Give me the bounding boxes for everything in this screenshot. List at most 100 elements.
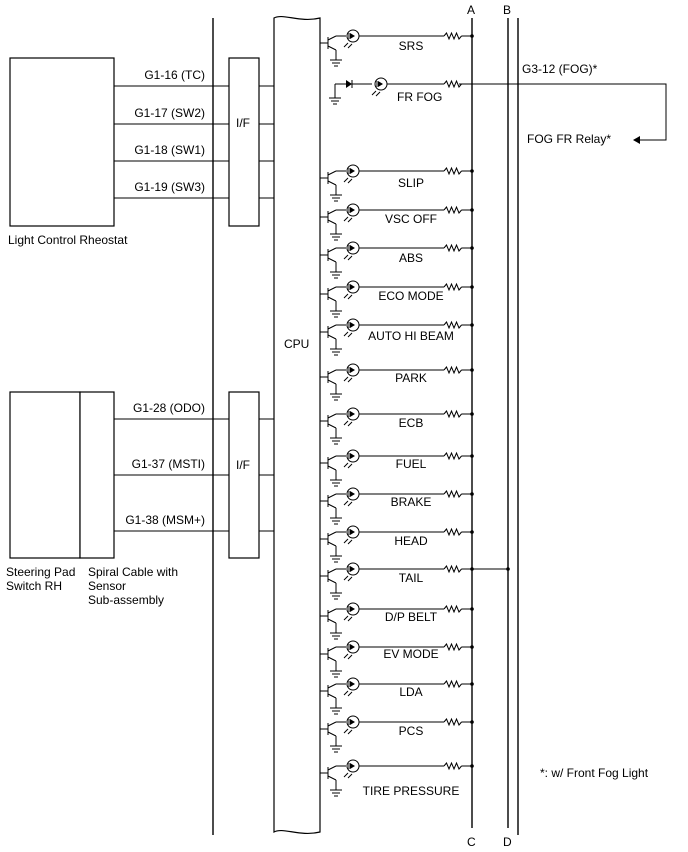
- led-ray: [347, 294, 353, 300]
- interface-box-1: [228, 57, 260, 227]
- junction-dot: [506, 567, 510, 571]
- spiral-cable-box: [79, 391, 115, 559]
- transistor-emitter: [327, 541, 337, 547]
- transistor-collector: [327, 683, 337, 689]
- led-triangle: [350, 168, 355, 174]
- led-ray: [343, 500, 349, 506]
- transistor-collector: [327, 646, 337, 652]
- junction-dot: [470, 764, 474, 768]
- resistor: [443, 243, 462, 253]
- interface-label-1: I/F: [236, 116, 250, 130]
- indicator-row: VSC OFF: [320, 203, 474, 241]
- indicator-row: D/P BELT: [320, 602, 474, 640]
- spiral-cable-label-2: Sensor: [88, 579, 126, 593]
- spiral-cable-label-1: Spiral Cable with: [88, 565, 178, 579]
- junction-dot: [470, 607, 474, 611]
- pin-label: G1-18 (SW1): [134, 143, 205, 157]
- transistor-collector: [327, 493, 337, 499]
- resistor: [443, 365, 462, 375]
- junction-dot: [470, 169, 474, 173]
- junction-dot: [470, 682, 474, 686]
- indicator-row: LDA: [320, 677, 474, 715]
- transistor-collector: [327, 721, 337, 727]
- led-ray: [343, 42, 349, 48]
- spiral-cable-label-3: Sub-assembly: [88, 593, 164, 607]
- indicator-row: BRAKE: [320, 487, 474, 525]
- led-triangle: [350, 491, 355, 497]
- indicator-row: SRS: [320, 29, 474, 67]
- led-ray: [343, 216, 349, 222]
- indicator-label: AUTO HI BEAM: [368, 329, 454, 343]
- indicator-row: EV MODE: [320, 640, 474, 678]
- indicator-label: PARK: [395, 371, 427, 385]
- junction-dot: [470, 246, 474, 250]
- transistor-collector: [327, 324, 337, 330]
- led-triangle: [350, 719, 355, 725]
- steering-pad-switch-label-1: Steering Pad: [6, 565, 75, 579]
- led-triangle: [350, 411, 355, 417]
- transistor-collector: [327, 170, 337, 176]
- transistor-emitter: [327, 465, 337, 471]
- led-triangle: [350, 367, 355, 373]
- pin-wires: G1-16 (TC)G1-17 (SW2)G1-18 (SW1)G1-19 (S…: [114, 68, 274, 532]
- transistor-emitter: [327, 180, 337, 186]
- led-triangle: [350, 681, 355, 687]
- cpu-box: [273, 15, 321, 835]
- led-ray: [347, 539, 353, 545]
- diode-icon: [346, 80, 352, 88]
- led-ray: [347, 501, 353, 507]
- transistor-collector: [327, 765, 337, 771]
- led-ray: [343, 538, 349, 544]
- resistor: [443, 604, 462, 614]
- junction-dot: [470, 492, 474, 496]
- led-ray: [343, 575, 349, 581]
- led-triangle: [350, 453, 355, 459]
- indicator-label: FUEL: [396, 457, 427, 471]
- indicator-label: D/P BELT: [385, 610, 438, 624]
- led-ray: [343, 690, 349, 696]
- bus-b-label: B: [503, 3, 511, 17]
- junction-dot: [470, 285, 474, 289]
- pin-label: G1-19 (SW3): [134, 180, 205, 194]
- resistor: [443, 451, 462, 461]
- indicator-row: SLIP: [320, 164, 474, 202]
- led-ray: [343, 293, 349, 299]
- indicator-label: HEAD: [394, 534, 428, 548]
- junction-dot: [470, 368, 474, 372]
- interface-label-2: I/F: [236, 458, 250, 472]
- led-triangle: [378, 81, 383, 87]
- transistor-emitter: [327, 618, 337, 624]
- transistor-collector: [327, 247, 337, 253]
- led-triangle: [350, 763, 355, 769]
- led-ray: [347, 654, 353, 660]
- junction-dot: [470, 208, 474, 212]
- led-ray: [343, 653, 349, 659]
- transistor-collector: [327, 209, 337, 215]
- resistor: [443, 31, 462, 41]
- fog-relay-arrow: [633, 136, 640, 144]
- cpu-label: CPU: [284, 337, 309, 351]
- indicator-label: PCS: [399, 724, 424, 738]
- indicator-row: TAIL: [320, 562, 510, 600]
- transistor-collector: [327, 608, 337, 614]
- indicator-label: SRS: [399, 39, 424, 53]
- led-triangle: [350, 606, 355, 612]
- junction-dot: [470, 454, 474, 458]
- transistor-emitter: [327, 334, 337, 340]
- resistor: [443, 320, 462, 330]
- transistor-emitter: [327, 775, 337, 781]
- led-triangle: [350, 284, 355, 290]
- light-control-rheostat-label: Light Control Rheostat: [8, 233, 128, 247]
- transistor-emitter: [327, 296, 337, 302]
- led-ray: [347, 217, 353, 223]
- led-ray: [343, 728, 349, 734]
- indicator-label: BRAKE: [391, 495, 432, 509]
- led-ray: [371, 90, 377, 96]
- indicator-label: VSC OFF: [385, 212, 437, 226]
- indicator-row: ECO MODE: [320, 280, 474, 318]
- led-ray: [347, 178, 353, 184]
- led-ray: [347, 377, 353, 383]
- resistor: [443, 79, 462, 89]
- indicator-label: ABS: [399, 251, 423, 265]
